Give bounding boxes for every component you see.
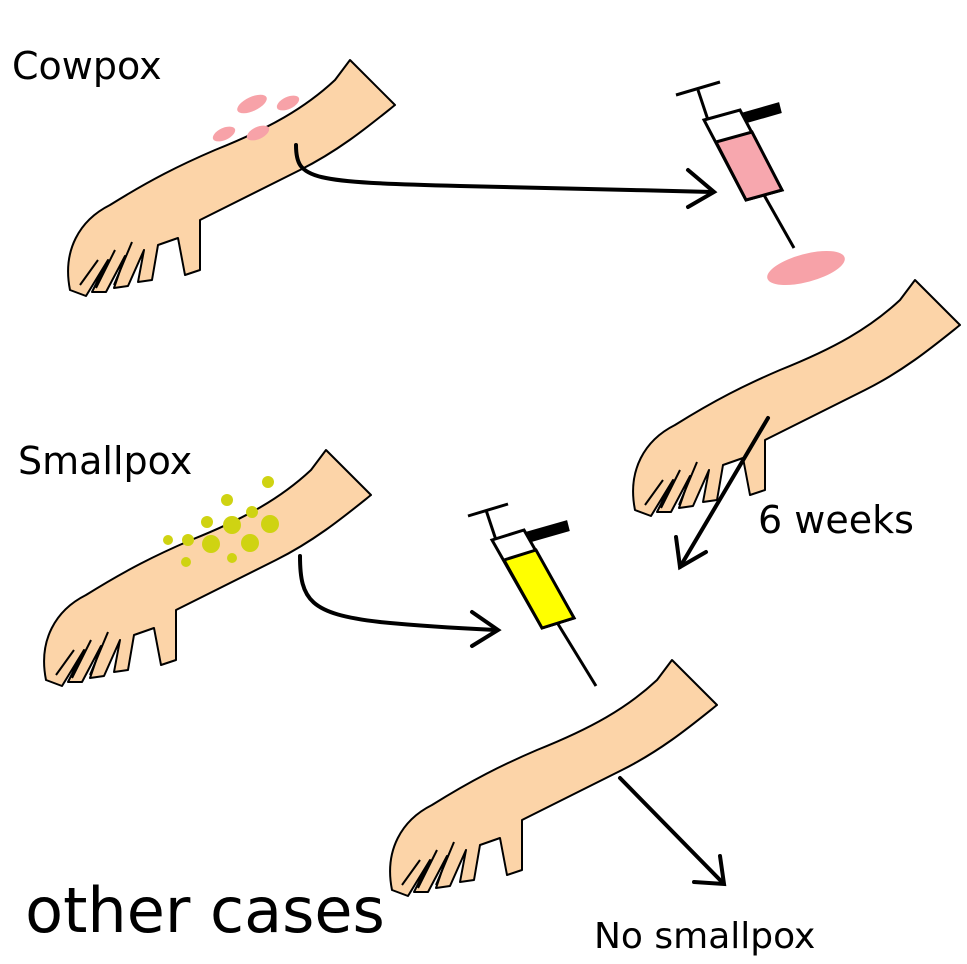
arrow-to-outcome [620,778,724,884]
smallpox-arm [44,450,371,686]
cowpox-injection-site [764,244,849,292]
no-smallpox-label: No smallpox [594,919,815,955]
smallpox-label: Smallpox [18,442,192,480]
syringe-cowpox [676,82,794,248]
cowpox-injected-arm [633,280,960,516]
cowpox-label: Cowpox [12,47,162,85]
challenged-arm [390,660,717,896]
arrow-smallpox-to-syringe [300,556,498,646]
cowpox-arm [68,60,395,296]
syringe-smallpox [468,504,596,686]
other-cases-label: 2 other cases [0,880,385,942]
arrow-cowpox-to-syringe [296,145,714,207]
six-weeks-label: 6 weeks [758,501,914,539]
